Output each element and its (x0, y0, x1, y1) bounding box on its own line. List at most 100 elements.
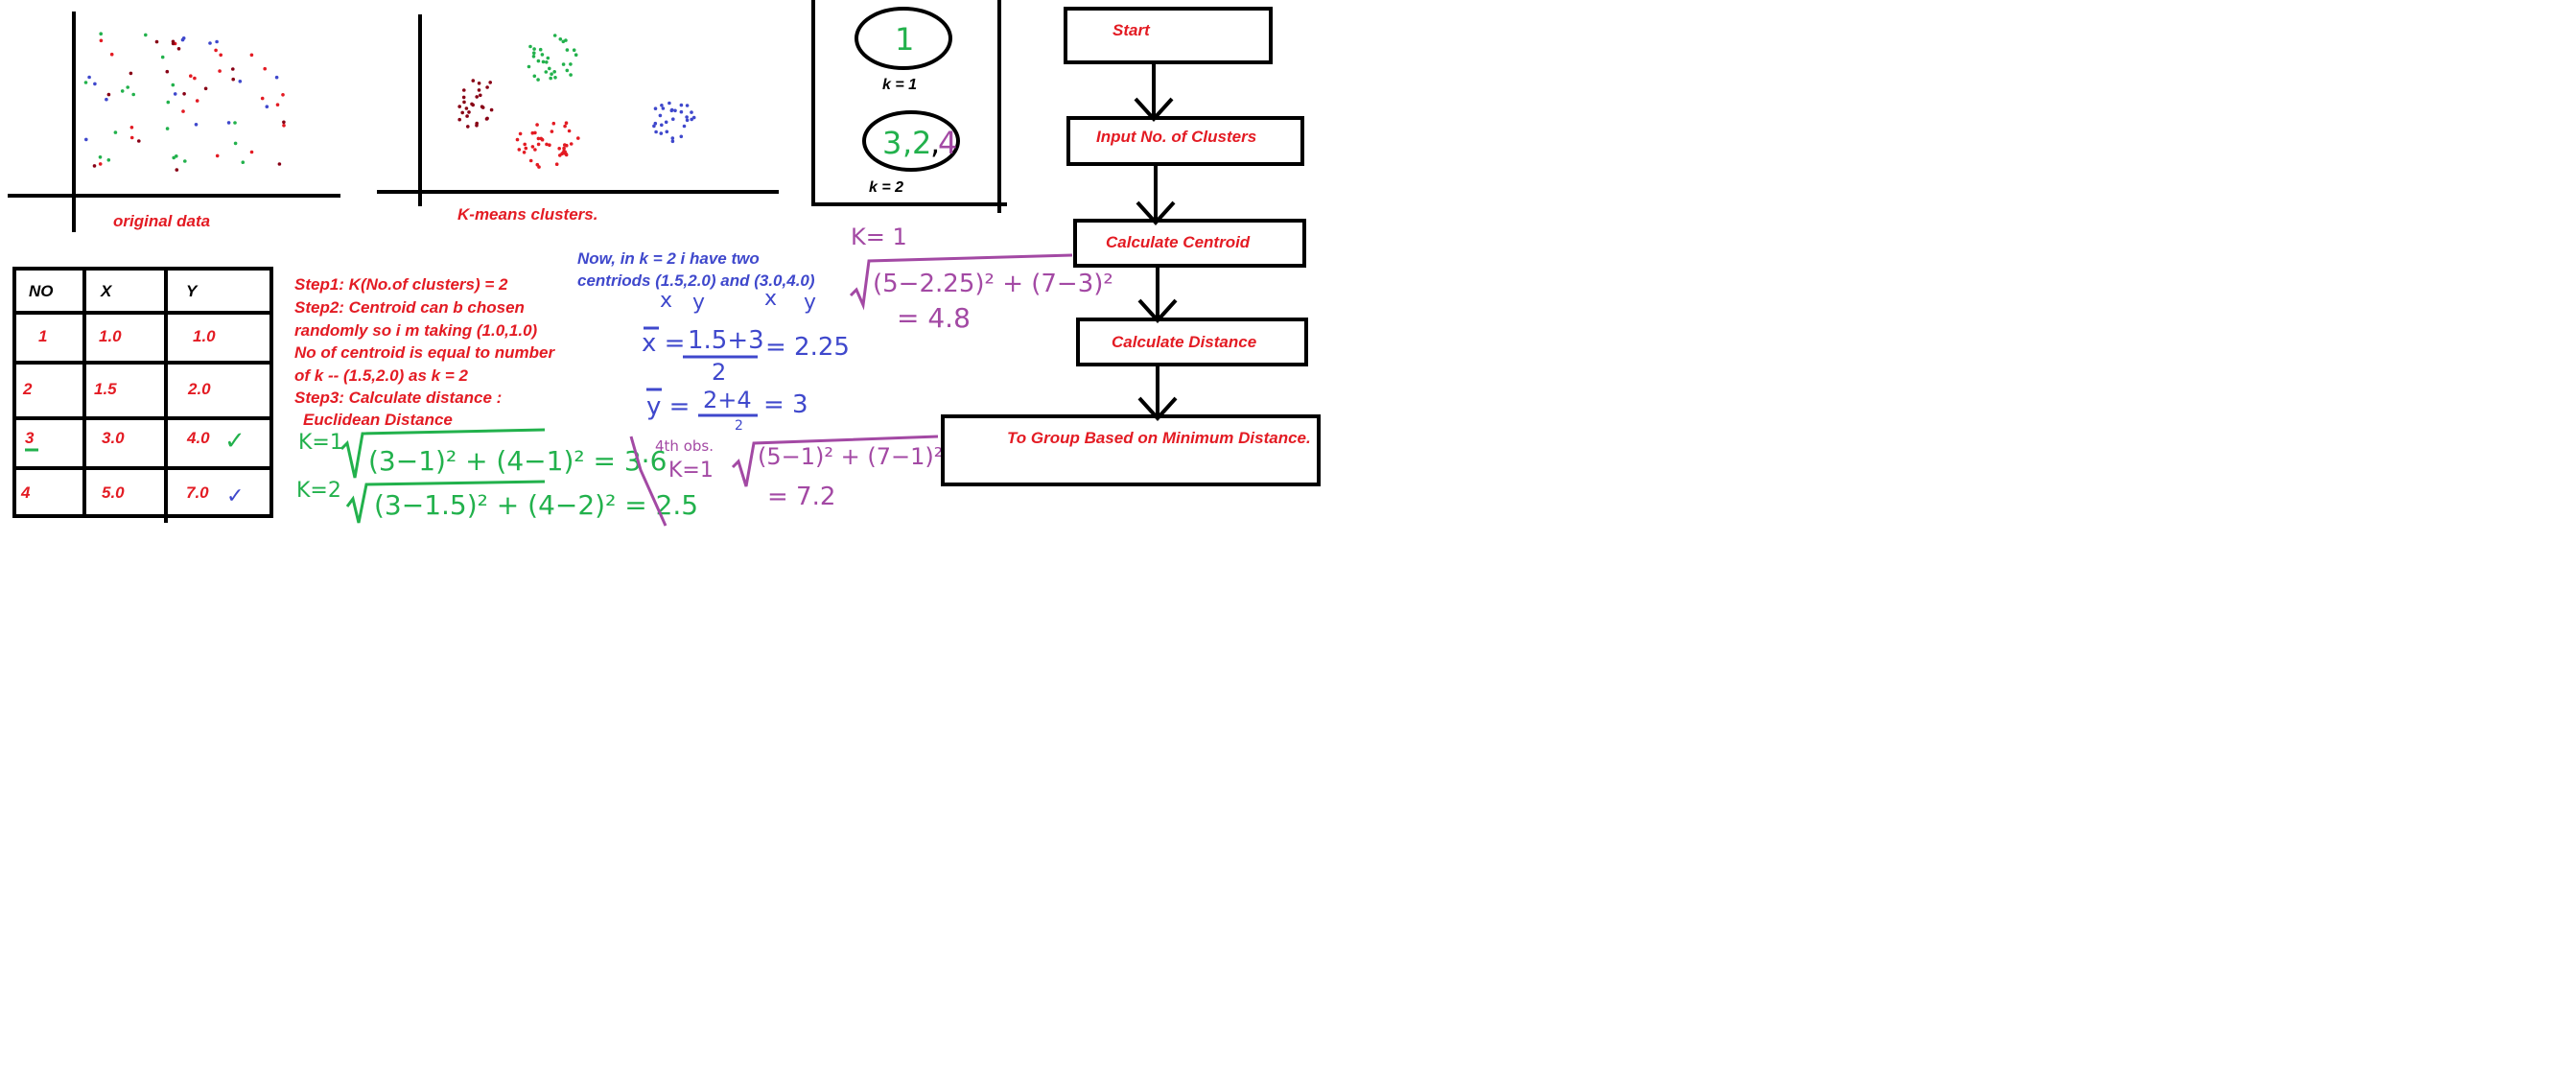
flow-start-box (1064, 7, 1273, 64)
cluster-dot (460, 110, 465, 115)
scatter-dot (181, 109, 185, 113)
cluster-dot (457, 105, 462, 108)
table-cell-r3-y: 4.0 (186, 429, 210, 447)
flow-distance-box (1076, 318, 1308, 366)
cluster-dot (679, 109, 684, 114)
scatter-dot (183, 159, 187, 163)
step-line-1: Step1: K(No.of clusters) = 2 (294, 275, 508, 294)
cluster-dot (467, 110, 471, 114)
scatter-dot (160, 55, 165, 59)
cluster-dot (544, 70, 549, 74)
scatter-dot (171, 39, 176, 44)
cluster-dot (572, 48, 576, 52)
scatter-dot (106, 158, 111, 162)
original-scatter-points (83, 32, 286, 172)
table-cell-r4-y: 7.0 (186, 483, 209, 502)
scatter-dot (218, 69, 222, 73)
cluster-dot (665, 130, 669, 134)
cluster-dot (685, 104, 690, 107)
table-cell-r2-x: 1.5 (94, 380, 117, 398)
table-header-y: Y (186, 282, 199, 300)
cluster-dot (533, 148, 537, 152)
cluster-dot (546, 56, 550, 60)
purple-divider-stroke (629, 436, 667, 527)
scatter-dot (171, 82, 176, 87)
cluster-dot (550, 72, 553, 76)
cluster-dot (480, 106, 485, 109)
scatter-dot (249, 53, 254, 58)
scatter-dot (99, 32, 103, 35)
scatter-dot (214, 48, 218, 53)
table-header-x: X (100, 282, 113, 300)
k2-member-2: 2 (912, 125, 931, 161)
original-data-plot: original data (8, 12, 340, 232)
k1-label: k = 1 (882, 77, 917, 93)
k2-label: k = 2 (869, 179, 903, 196)
xbar-denominator: 2 (712, 359, 726, 386)
cluster-dot (532, 47, 536, 51)
cluster-dot (462, 100, 466, 105)
scatter-dot (182, 92, 186, 96)
cluster-dot (658, 113, 663, 118)
cluster-dot (670, 139, 675, 144)
cluster-dot (654, 130, 658, 134)
cluster-dot (569, 62, 573, 66)
scatter-dot (87, 75, 91, 80)
cluster-dot (488, 81, 492, 84)
cluster-dot (660, 123, 664, 128)
steps-text: Step1: K(No.of clusters) = 2 Step2: Cent… (294, 275, 555, 429)
table-cell-r1-x: 1.0 (99, 327, 122, 345)
data-table: NO X Y 1 1.0 1.0 2 1.5 2.0 3 3.0 4.0 ✓ 4… (12, 267, 273, 523)
scatter-dot (195, 99, 199, 103)
cluster-dot (477, 88, 481, 92)
step-line-3: randomly so i m taking (1.0,1.0) (294, 321, 538, 340)
scatter-dot (194, 123, 199, 127)
cluster-dot (471, 79, 476, 82)
purple-bottom-expression: (5−1)² + (7−1)² (758, 443, 943, 470)
cluster-dot (541, 59, 546, 64)
cluster-dot (475, 95, 480, 99)
cluster-dot (653, 121, 658, 126)
cluster-dot (462, 88, 466, 92)
cluster-dot (532, 51, 536, 55)
scatter-dot (165, 69, 170, 74)
cluster-dot (569, 142, 574, 146)
blue-header-y2: y (804, 291, 816, 315)
row4-check-icon: ✓ (226, 484, 244, 508)
scatter-dot (92, 164, 97, 168)
table-cell-r4-x: 5.0 (102, 483, 125, 502)
cluster-dot (685, 115, 689, 119)
scatter-dot (231, 67, 235, 71)
cluster-dot (536, 78, 540, 82)
cluster-dot (561, 62, 566, 66)
scatter-dot (193, 76, 197, 81)
purple-top-result: = 4.8 (897, 302, 971, 334)
cluster-dot (562, 146, 566, 151)
cluster-dot (558, 153, 562, 157)
row3-check-icon: ✓ (224, 427, 246, 456)
scatter-dot (83, 81, 88, 84)
cluster-dot (690, 117, 693, 122)
green-distance-math: K=1 (3−1)² + (4−1)² = 3·6 K=2 (3−1.5)² +… (296, 428, 698, 524)
cluster-dot (531, 55, 536, 59)
cluster-dot (574, 53, 578, 57)
cluster-dot (515, 137, 520, 142)
cluster-dot (673, 108, 677, 113)
scatter-dot (231, 77, 235, 82)
cluster-dot (659, 131, 664, 135)
step-line-2: Step2: Centroid can b chosen (294, 298, 525, 317)
cluster-dot (664, 120, 668, 125)
cluster-dot (484, 117, 489, 121)
kmeans-caption: K-means clusters. (457, 205, 597, 224)
cluster-dot (690, 110, 693, 114)
scatter-dot (84, 137, 88, 142)
scatter-dot (263, 66, 268, 71)
cluster-dot (530, 130, 535, 135)
cluster-dot (564, 152, 568, 156)
purple-bottom-result: = 7.2 (767, 483, 835, 511)
green-k1-radical (340, 428, 546, 479)
step-line-7: Euclidean Distance (303, 411, 453, 429)
scatter-dot (208, 41, 212, 45)
cluster-dot (652, 124, 656, 129)
scatter-dot (126, 85, 129, 89)
